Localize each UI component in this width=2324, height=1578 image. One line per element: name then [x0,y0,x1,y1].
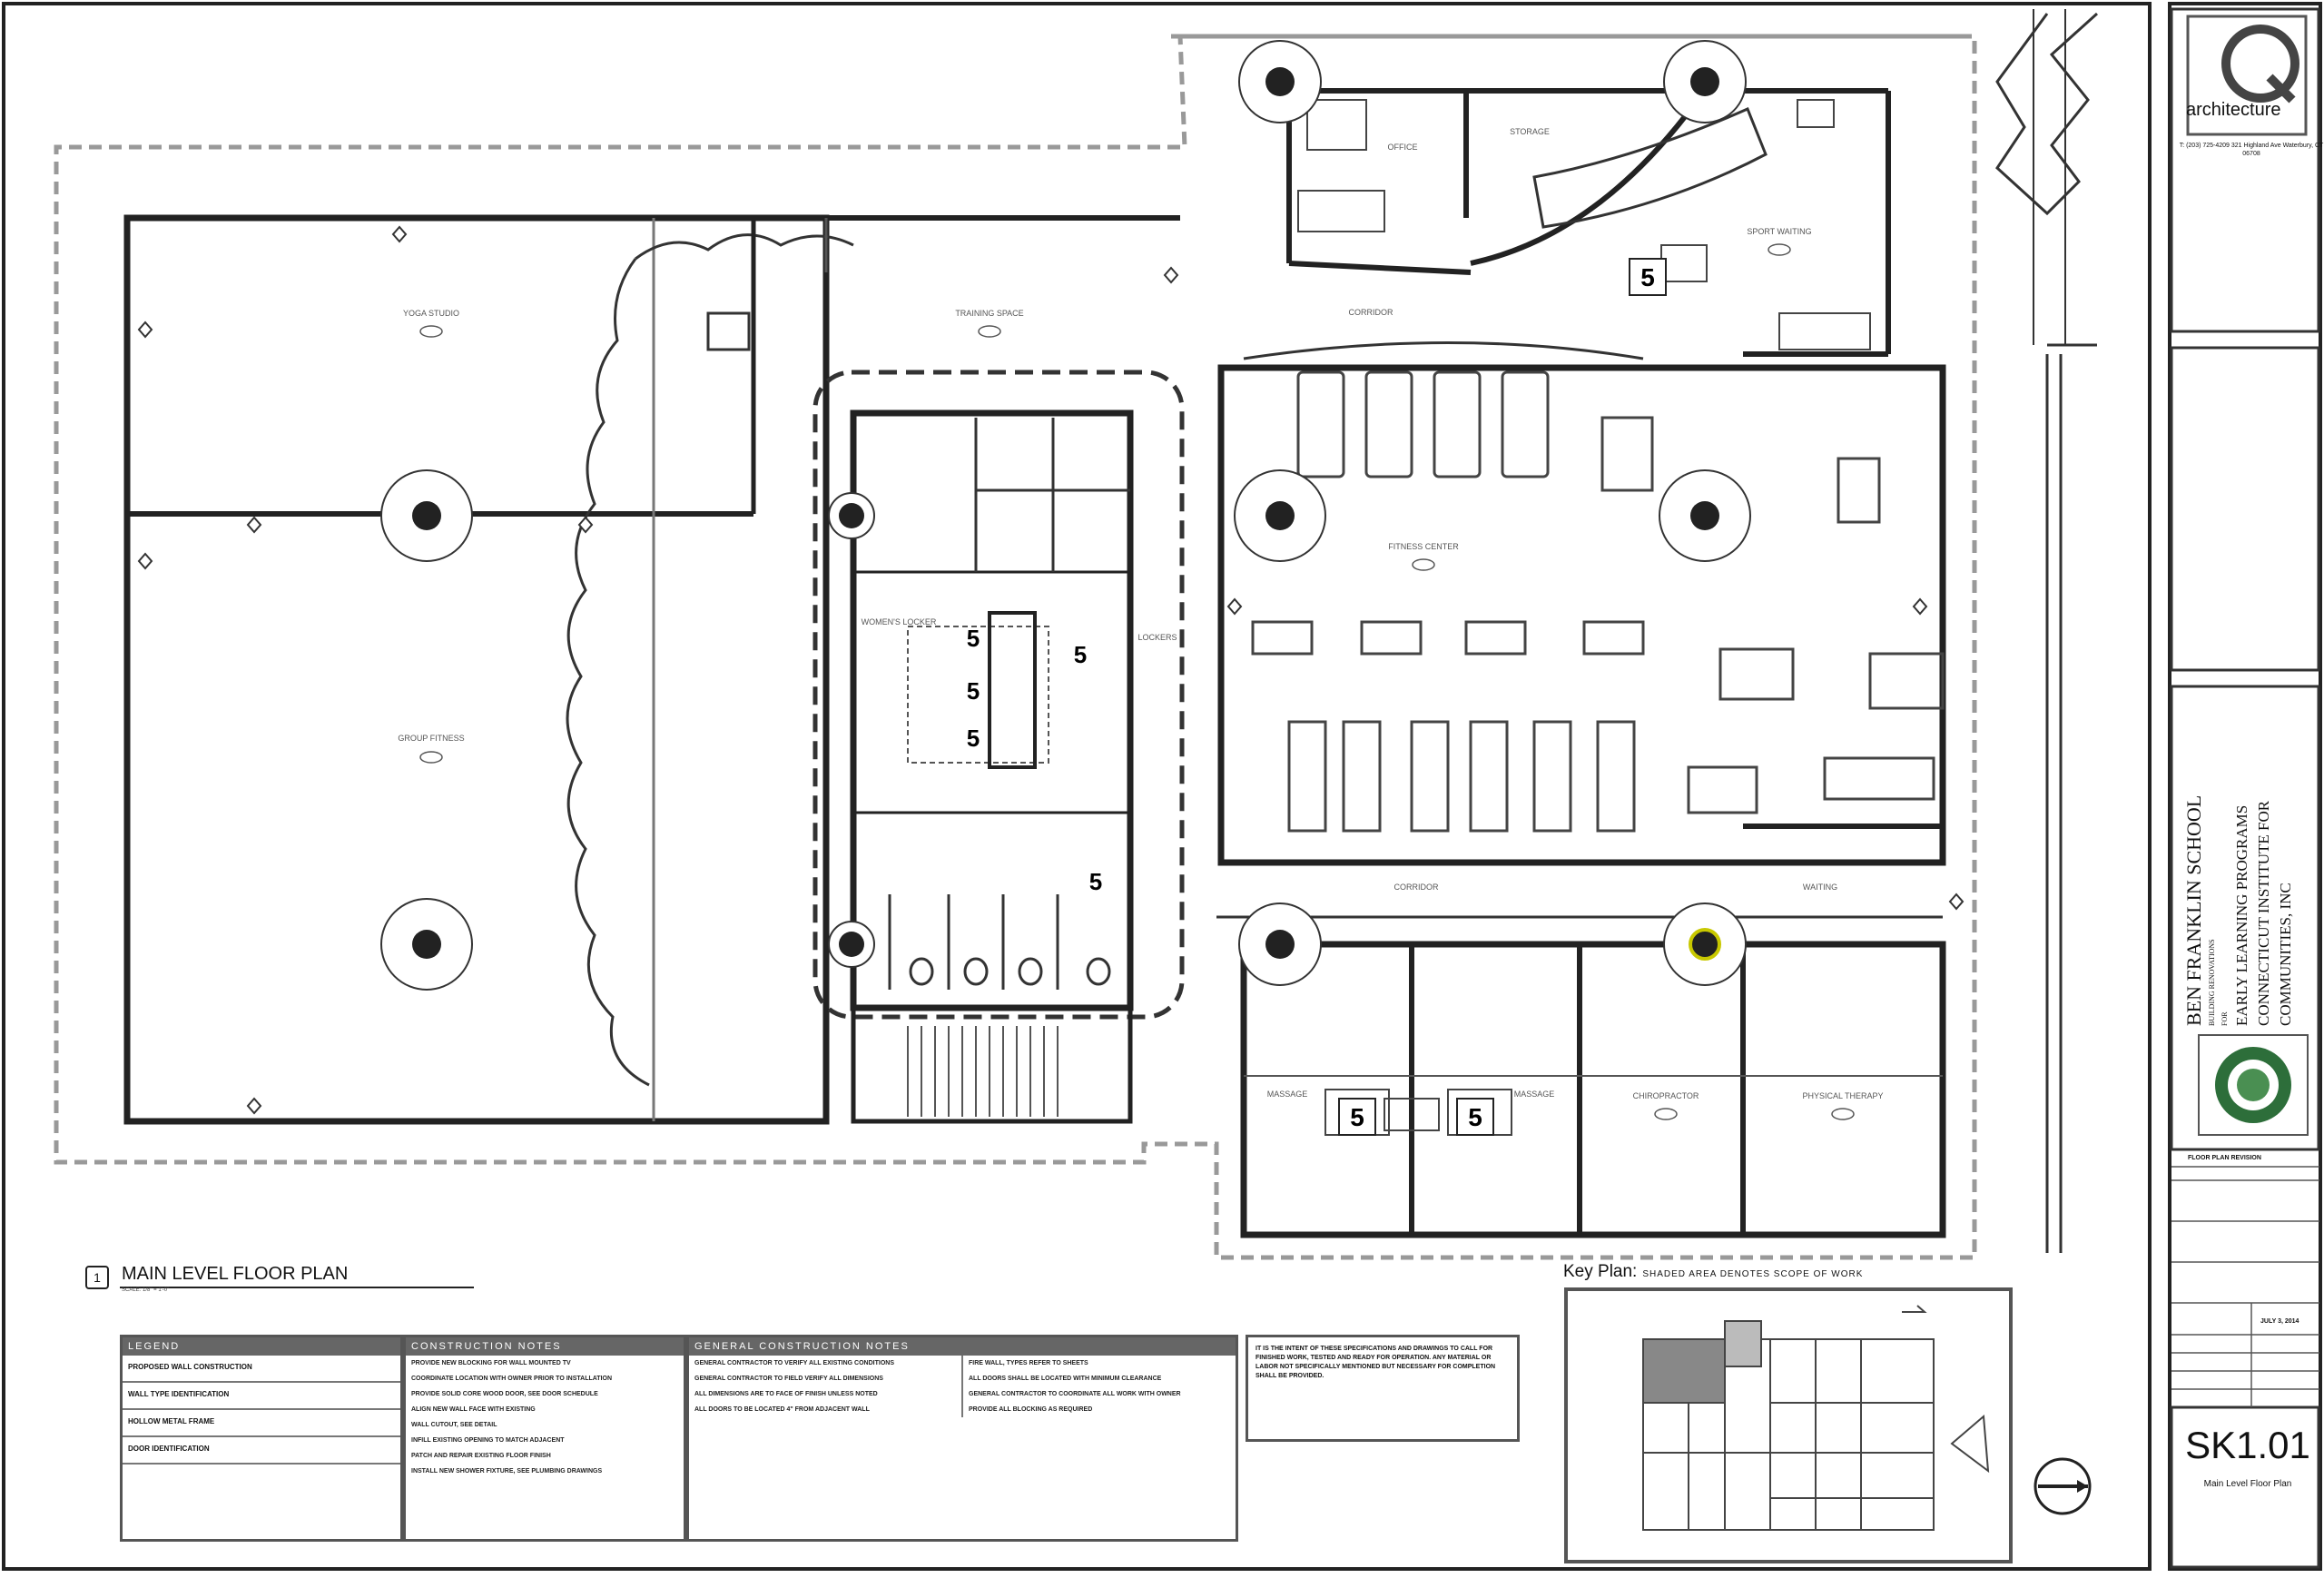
project-subtitle: BUILDING RENOVATIONS [2208,939,2216,1026]
room-label-corridor-top: CORRIDOR [1349,308,1393,317]
client-line-1: EARLY LEARNING PROGRAMS [2233,804,2250,1026]
structural-columns [380,40,1751,991]
room-label-lockers: LOCKERS [1137,633,1177,642]
general-note: ALL DIMENSIONS ARE TO FACE OF FINISH UNL… [694,1391,878,1397]
sheet-number: SK1.01 [2185,1424,2310,1466]
sheet-name: Main Level Floor Plan [2203,1479,2292,1489]
revision-cloud-left [566,258,650,1087]
plan-title-block: 1 MAIN LEVEL FLOOR PLAN SCALE: 1/8" = 1'… [84,1262,474,1293]
treatment-rooms-outline [1240,941,1946,1238]
room-label-training-space: TRAINING SPACE [955,309,1023,318]
wall-type-tag-2: 5 [1468,1103,1482,1131]
north-arrow [2034,1457,2092,1515]
project-title: BEN FRANKLIN SCHOOL [2182,794,2205,1026]
room-label-physical-therapy: PHYSICAL THERAPY [1802,1091,1883,1100]
sheet-border [2,2,2152,1571]
legend-title: LEGEND [123,1337,400,1356]
construction-note: PROVIDE SOLID CORE WOOD DOOR, SEE DOOR S… [411,1391,598,1397]
issue-date: JULY 3, 2014 [2260,1318,2299,1325]
room-label-waiting: WAITING [1803,883,1837,892]
general-note: GENERAL CONTRACTOR TO VERIFY ALL EXISTIN… [694,1360,895,1366]
general-notes-panel: GENERAL CONSTRUCTION NOTES GENERAL CONTR… [686,1335,1238,1542]
client-line-3: COMMUNITIES, INC [2277,883,2294,1026]
room-label-office: OFFICE [1388,143,1418,152]
wall-type-tag-1: 5 [1350,1103,1364,1131]
construction-note: WALL CUTOUT, SEE DETAIL [411,1422,497,1428]
project-for: FOR [2221,1011,2229,1026]
construction-note: ALIGN NEW WALL FACE WITH EXISTING [411,1406,536,1413]
client-seal [2198,1034,2309,1136]
general-note: GENERAL CONTRACTOR TO FIELD VERIFY ALL D… [694,1376,883,1382]
firm-address: T: (203) 725-4209 321 Highland Ave Water… [2179,143,2324,157]
construction-note: PATCH AND REPAIR EXISTING FLOOR FINISH [411,1453,551,1459]
key-plan-frame [1564,1287,2013,1563]
general-note: PROVIDE ALL BLOCKING AS REQUIRED [969,1406,1093,1413]
general-note: GENERAL CONTRACTOR TO COORDINATE ALL WOR… [969,1391,1181,1397]
top-suite-walls [1286,88,1891,357]
legend-item: WALL TYPE IDENTIFICATION [123,1383,400,1410]
construction-note: INSTALL NEW SHOWER FIXTURE, SEE PLUMBING… [411,1468,603,1474]
wall-type-tag-4: 5 [967,625,980,652]
gym-outline [123,214,830,1125]
construction-note: PROVIDE NEW BLOCKING FOR WALL MOUNTED TV [411,1360,571,1366]
general-note: ALL DOORS TO BE LOCATED 4" FROM ADJACENT… [694,1406,870,1413]
client-line-2: CONNECTICUT INSTITUTE FOR [2255,800,2272,1026]
issue-label: FLOOR PLAN REVISION [2188,1155,2261,1161]
construction-note: INFILL EXISTING OPENING TO MATCH ADJACEN… [411,1437,565,1444]
wall-type-tag-6: 5 [967,725,980,752]
room-label-corridor-bottom: CORRIDOR [1394,883,1439,892]
plan-title-underline [120,1287,474,1288]
plan-scale: SCALE: 1/8" = 1'-0" [122,1287,170,1293]
room-label-yoga-studio: YOGA STUDIO [403,309,459,318]
wall-type-tag-3: 5 [1640,263,1655,291]
room-label-massage-1: MASSAGE [1267,1090,1308,1099]
legend-panel: LEGEND PROPOSED WALL CONSTRUCTION WALL T… [120,1335,403,1542]
plan-title: MAIN LEVEL FLOOR PLAN [122,1264,349,1284]
wall-type-tag-5: 5 [967,677,980,705]
scope-boundary [54,34,1977,1260]
construction-notes-panel: CONSTRUCTION NOTES PROVIDE NEW BLOCKING … [403,1335,686,1542]
room-label-massage-2: MASSAGE [1514,1090,1555,1099]
room-label-fitness-center: FITNESS CENTER [1388,542,1459,551]
room-label-sport-waiting: SPORT WAITING [1747,227,1811,236]
general-note: FIRE WALL, TYPES REFER TO SHEETS [969,1360,1088,1366]
room-label-chiropractor: CHIROPRACTOR [1633,1091,1699,1100]
legend-item: PROPOSED WALL CONSTRUCTION [123,1356,400,1383]
wall-type-tag-8: 5 [1089,868,1102,895]
general-notes-title: GENERAL CONSTRUCTION NOTES [689,1337,1236,1356]
fitness-center-outline [1217,364,1946,866]
general-note: ALL DOORS SHALL BE LOCATED WITH MINIMUM … [969,1376,1162,1382]
firm-name: architecture [2186,100,2281,120]
key-plan-note: SHADED AREA DENOTES SCOPE OF WORK [1642,1269,1864,1279]
construction-note: COORDINATE LOCATION WITH OWNER PRIOR TO … [411,1376,613,1382]
construction-notes-title: CONSTRUCTION NOTES [406,1337,684,1356]
key-plan-drawing [1642,1305,1990,1531]
wall-type-tag-7: 5 [1074,641,1087,668]
room-label-womens-locker: WOMEN'S LOCKER [862,617,937,626]
legend-item: DOOR IDENTIFICATION [123,1437,400,1465]
plan-number: 1 [85,1266,109,1289]
legend-item: HOLLOW METAL FRAME [123,1410,400,1437]
locker-core [850,409,1134,1011]
room-label-group-fitness: GROUP FITNESS [398,734,464,743]
code-note-box: IT IS THE INTENT OF THESE SPECIFICATIONS… [1246,1335,1520,1442]
key-plan-label: Key Plan: SHADED AREA DENOTES SCOPE OF WO… [1563,1262,1863,1282]
title-block-border [2168,2,2322,1571]
key-plan-title: Key Plan: [1563,1262,1638,1281]
firm-logo [2186,15,2308,136]
room-label-storage: STORAGE [1510,127,1550,136]
